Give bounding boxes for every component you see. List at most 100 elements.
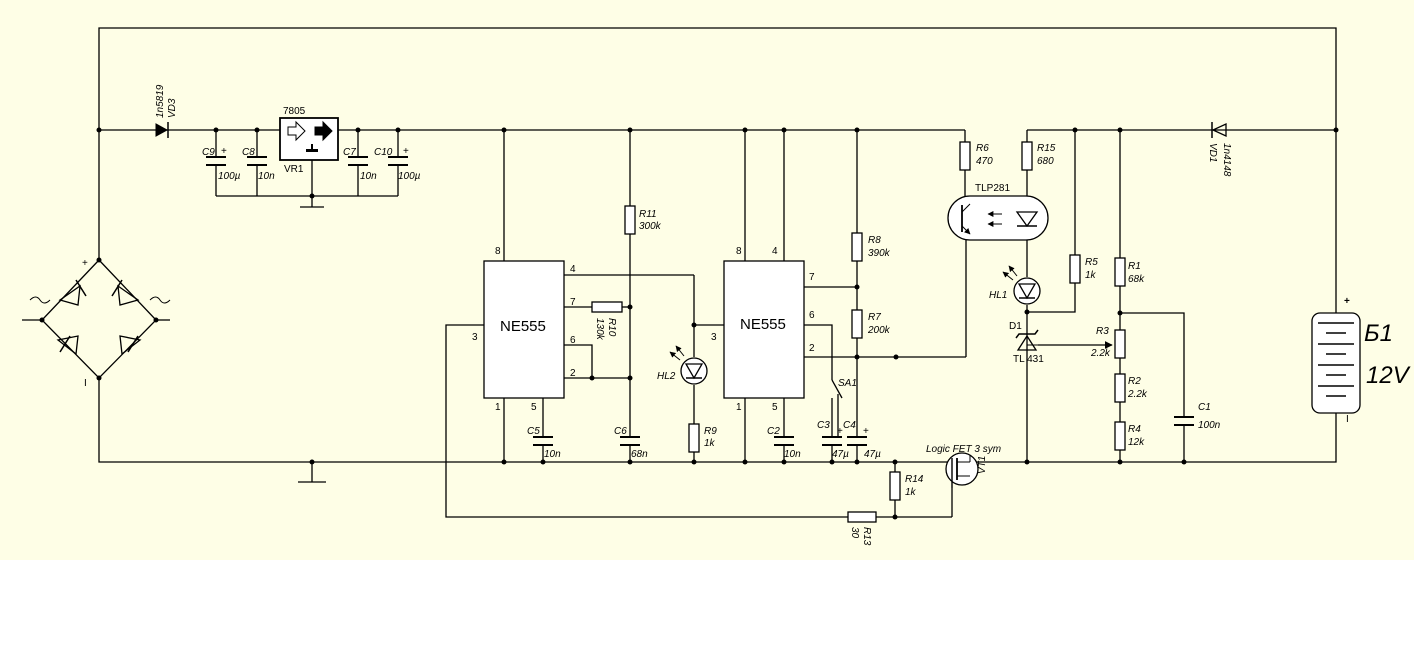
svg-text:HL1: HL1 <box>989 290 1007 301</box>
svg-text:C10: C10 <box>374 147 393 158</box>
svg-text:1k: 1k <box>1085 270 1097 281</box>
ic1-name: NE555 <box>500 318 546 335</box>
svg-text:4: 4 <box>570 264 576 275</box>
svg-text:TL 431: TL 431 <box>1013 354 1044 365</box>
resistor-r10: R10 130k <box>591 301 623 341</box>
svg-text:2: 2 <box>809 343 815 354</box>
regulator-name: 7805 <box>283 106 306 117</box>
capacitor-c1: C1 100n <box>1174 402 1221 431</box>
svg-text:100µ: 100µ <box>398 171 421 182</box>
svg-text:5: 5 <box>772 402 778 413</box>
svg-text:130k: 130k <box>594 318 605 341</box>
junctions <box>39 127 1339 520</box>
svg-text:10n: 10n <box>544 449 561 460</box>
svg-text:3: 3 <box>472 332 478 343</box>
svg-text:C5: C5 <box>527 426 540 437</box>
vd1-ref: VD1 <box>1207 143 1218 162</box>
battery-b1: + Б1 12V I <box>1311 275 1411 425</box>
svg-text:R10: R10 <box>606 318 617 337</box>
svg-text:VT1: VT1 <box>977 456 988 474</box>
capacitor-c4: + C4 47µ <box>843 420 881 460</box>
svg-text:390k: 390k <box>868 248 891 259</box>
svg-text:100µ: 100µ <box>218 171 241 182</box>
svg-text:1: 1 <box>736 402 742 413</box>
svg-text:R13: R13 <box>861 527 872 546</box>
capacitor-c10: + C10 100µ <box>374 146 421 182</box>
svg-text:R3: R3 <box>1096 326 1109 337</box>
shunt-regulator-tl431: D1 TL 431 <box>1009 321 1044 365</box>
svg-text:300k: 300k <box>639 221 662 232</box>
resistor-r6: R6 470 <box>959 141 993 171</box>
svg-text:R4: R4 <box>1128 424 1141 435</box>
bridge-minus-label: I <box>84 378 87 389</box>
bridge-rectifier: + I <box>29 258 171 389</box>
svg-text:470: 470 <box>976 156 993 167</box>
svg-text:TLP281: TLP281 <box>975 183 1010 194</box>
resistor-r14: R14 1k <box>889 471 924 501</box>
svg-text:1: 1 <box>495 402 501 413</box>
resistor-r7: R7 200k <box>851 309 891 339</box>
svg-text:+: + <box>863 426 869 437</box>
svg-text:47µ: 47µ <box>864 449 881 460</box>
svg-text:R14: R14 <box>905 474 924 485</box>
svg-text:I: I <box>1346 414 1349 425</box>
capacitor-c9: + C9 100µ <box>202 146 241 182</box>
svg-text:680: 680 <box>1037 156 1054 167</box>
svg-text:R1: R1 <box>1128 261 1141 272</box>
svg-text:2.2k: 2.2k <box>1127 389 1148 400</box>
svg-text:C3: C3 <box>817 420 830 431</box>
svg-text:10n: 10n <box>258 171 275 182</box>
svg-text:+: + <box>1344 296 1350 307</box>
svg-text:Б1: Б1 <box>1364 320 1393 347</box>
svg-text:C8: C8 <box>242 147 255 158</box>
vd3-value: 1n5819 <box>155 84 166 118</box>
svg-text:7: 7 <box>809 272 815 283</box>
svg-text:2: 2 <box>570 368 576 379</box>
page-margin <box>0 560 1414 659</box>
svg-text:+: + <box>221 146 227 157</box>
svg-text:+: + <box>403 146 409 157</box>
svg-text:R2: R2 <box>1128 376 1141 387</box>
ic2-name: NE555 <box>740 316 786 333</box>
regulator-vr1: 7805 VR1 <box>279 106 339 175</box>
svg-text:12k: 12k <box>1128 437 1145 448</box>
resistor-r1: R1 68k <box>1114 257 1145 287</box>
vd3-ref: VD3 <box>167 98 178 118</box>
resistor-r11: R11 300k <box>624 205 662 235</box>
svg-text:R9: R9 <box>704 426 717 437</box>
svg-text:10n: 10n <box>360 171 377 182</box>
svg-text:2.2k: 2.2k <box>1090 348 1111 359</box>
schematic-background <box>0 0 1414 560</box>
svg-text:6: 6 <box>570 335 576 346</box>
svg-text:R8: R8 <box>868 235 881 246</box>
svg-text:1k: 1k <box>704 438 716 449</box>
svg-text:C7: C7 <box>343 147 356 158</box>
diode-vd3: 1n5819 VD3 <box>155 84 178 138</box>
svg-text:3: 3 <box>711 332 717 343</box>
bridge-plus-label: + <box>82 258 88 269</box>
svg-text:+: + <box>837 426 843 437</box>
optocoupler-tlp281: TLP281 <box>947 183 1049 241</box>
svg-text:R5: R5 <box>1085 257 1098 268</box>
svg-text:C4: C4 <box>843 420 856 431</box>
led-hl1: HL1 <box>989 265 1041 305</box>
mosfet-vt1: Logic FET 3 sym VT1 <box>926 444 1001 488</box>
resistor-r15: R15 680 <box>1021 141 1056 171</box>
resistor-r4: R4 12k <box>1114 421 1145 451</box>
svg-text:8: 8 <box>495 246 501 257</box>
svg-text:7: 7 <box>570 297 576 308</box>
capacitor-c5: C5 10n <box>527 426 561 460</box>
vd1-value: 1n4148 <box>1221 143 1232 177</box>
resistor-r8: R8 390k <box>851 232 891 262</box>
svg-text:R6: R6 <box>976 143 989 154</box>
svg-text:D1: D1 <box>1009 321 1022 332</box>
svg-text:8: 8 <box>736 246 742 257</box>
svg-text:47µ: 47µ <box>832 449 849 460</box>
resistor-r2: R2 2.2k <box>1114 373 1148 403</box>
svg-text:HL2: HL2 <box>657 371 676 382</box>
svg-text:6: 6 <box>809 310 815 321</box>
switch-sa1: SA1 <box>838 378 857 389</box>
ic1-ne555: NE555 8 4 7 6 2 3 1 5 <box>472 246 576 413</box>
svg-text:R15: R15 <box>1037 143 1056 154</box>
